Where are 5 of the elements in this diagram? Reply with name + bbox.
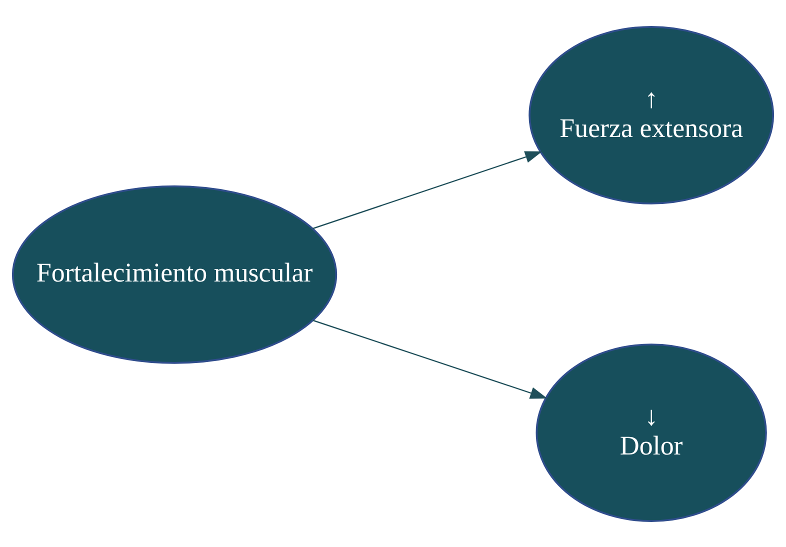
arrow — [312, 150, 542, 229]
arrow — [312, 319, 548, 398]
node-ellipse: ↓ Dolor — [536, 343, 767, 522]
node-ellipse: ↑ Fuerza extensora — [528, 25, 774, 204]
node-ellipse: Fortalecimiento muscular — [12, 184, 338, 364]
